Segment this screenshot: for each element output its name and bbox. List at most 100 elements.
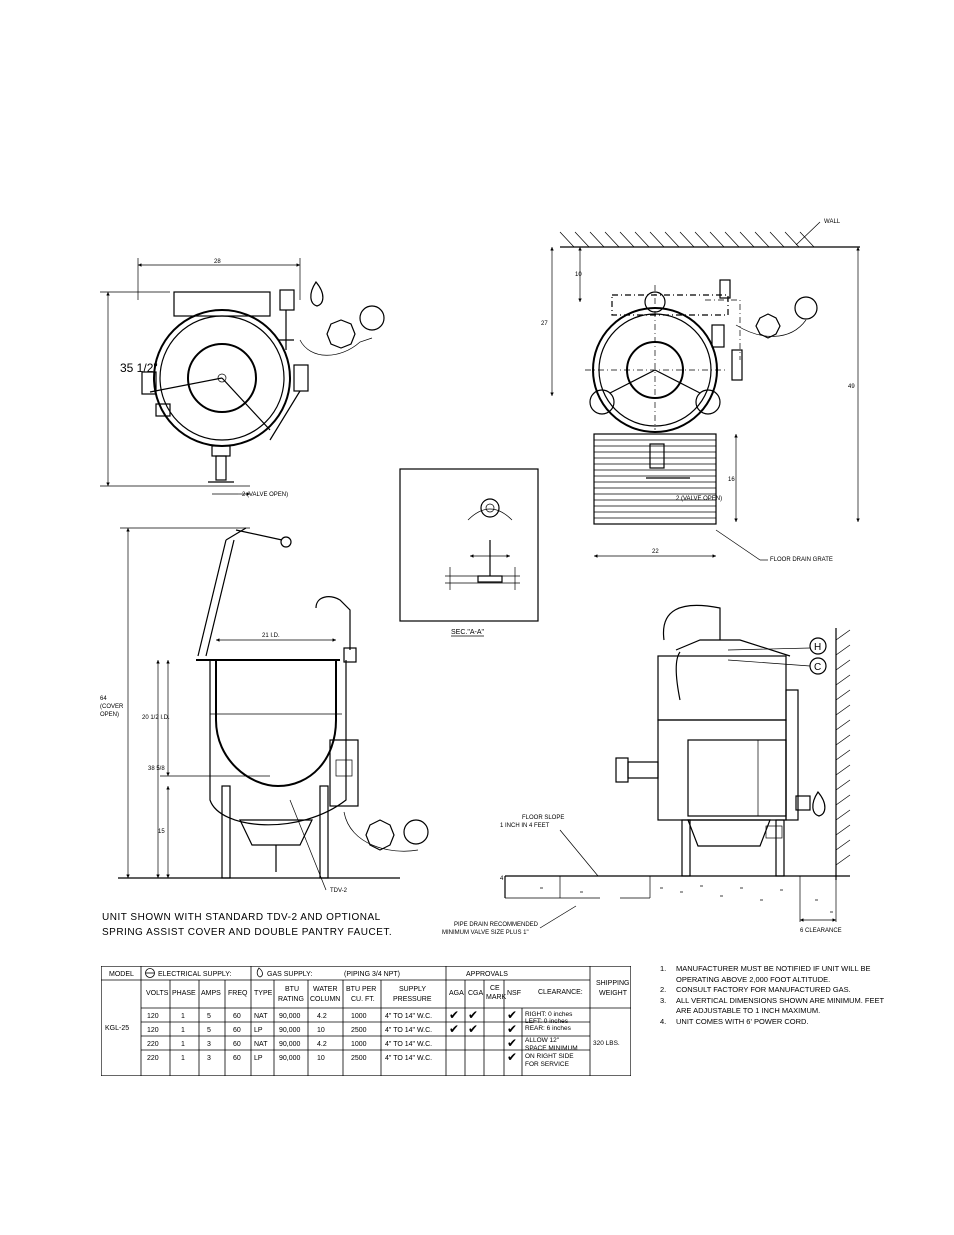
th-volts: VOLTS [146,990,169,997]
spec-cell-r1-c7: 2500 [351,1027,367,1034]
approval-check-icon: ✔ [468,1008,478,1022]
hot-water-icon [809,637,827,655]
th-shipping-1: SHIPPING [596,980,629,987]
wall-offset-dim: 10 [575,272,582,278]
approval-check-icon: ✔ [507,1036,517,1050]
spec-cell-r1-c6: 10 [317,1027,325,1034]
clear-rear: REAR: 6 inches [525,1025,572,1032]
pipe-drain-line1: PIPE DRAIN RECOMMENDED [454,922,539,928]
note-2: 2. CONSULT FACTORY FOR MANUFACTURED GAS. [660,985,900,996]
grate-depth-dim: 16 [728,477,735,483]
drain-offset: 4 [500,876,504,882]
drain-label: TDV-2 [330,888,348,894]
th-btu-1: BTU [285,986,299,993]
spec-cell-r0-c7: 1000 [351,1013,367,1020]
approval-check-icon: ✔ [468,1022,478,1036]
section-a-a: SEC."A-A" [399,468,539,637]
spec-cell-r3-c6: 10 [317,1055,325,1062]
spec-cell-r1-c1: 1 [181,1027,185,1034]
approval-check-icon: ✔ [449,1022,459,1036]
th-ce-1: CE [490,985,500,992]
th-shipping-2: WEIGHT [599,990,628,997]
th-type: TYPE [254,990,273,997]
spec-cell-r2-c4: NAT [254,1041,268,1048]
caption-line-1: UNIT SHOWN WITH STANDARD TDV-2 AND OPTIO… [102,912,381,923]
cold-label: C [814,662,822,673]
spec-cell-r2-c5: 90,000 [279,1041,301,1048]
th-piping: (PIPING 3/4 NPT) [344,971,400,978]
approval-check-icon: ✔ [507,1022,517,1036]
leg-dim: 15 [158,829,165,835]
spec-cell-r0-c2: 5 [207,1013,211,1020]
th-electrical: ELECTRICAL SUPPLY: [158,971,232,978]
th-water-1: WATER [313,986,338,993]
note-2-num: 2. [660,985,667,994]
th-ce-2: MARK [486,994,507,1001]
note-3: 3. ALL VERTICAL DIMENSIONS SHOWN ARE MINI… [660,996,900,1017]
th-freq: FREQ [228,990,248,997]
depth-dim: 20 1/2 I.D. [142,715,170,721]
top-right-plan-view: WALL 10 27 49 16 2 (VALVE OPEN [541,219,860,563]
spec-cell-r3-c2: 3 [207,1055,211,1062]
plan-right-valve-dim: 2 (VALVE OPEN) [676,496,722,502]
spec-cell-r0-c3: 60 [233,1013,241,1020]
spec-cell-r0-c6: 4.2 [317,1013,327,1020]
spec-cell-r0-c5: 90,000 [279,1013,301,1020]
plan-height-dim: 35 1/2" [120,361,158,375]
note-3-text: ALL VERTICAL DIMENSIONS SHOWN ARE MINIMU… [676,995,884,1016]
note-4-num: 4. [660,1016,667,1026]
spec-cell-r3-c5: 90,000 [279,1055,301,1062]
clear-service: FOR SERVICE [525,1061,570,1068]
th-btu-2: RATING [278,996,304,1003]
notes-list: 1.MANUFACTURER MUST BE NOTIFIED IF UNIT … [660,964,900,1027]
overall-height-line1: 64 [100,696,107,702]
spec-cell-r1-c4: LP [254,1027,263,1034]
note-3-num: 3. [660,995,667,1005]
spec-cell-r2-c0: 220 [147,1041,159,1048]
grate-width-dim: 22 [652,549,659,555]
th-water-2: COLUMN [310,996,340,1003]
note-4-text: UNIT COMES WITH 6' POWER CORD. [676,1016,809,1026]
overall-height-line3: OPEN) [100,712,119,718]
wall-label: WALL [824,219,841,225]
right-elevation-view: H C 4 FL [442,604,851,936]
gas-flame-icon-side [812,790,826,817]
top-left-plan-view: 28 35 1/2" 2 (VALVE OPEN) [100,258,385,498]
clear-space: SPACE MINIMUM [525,1045,578,1052]
floor-drain-grate [593,433,717,525]
plan-width-dim: 28 [214,259,221,265]
note-2-text: CONSULT FACTORY FOR MANUFACTURED GAS. [676,985,851,994]
spec-cell-r0-c4: NAT [254,1013,268,1020]
gas-flame-icon [310,280,324,307]
approval-check-icon: ✔ [449,1008,459,1022]
spec-cell-r3-c3: 60 [233,1055,241,1062]
hot-label: H [814,642,822,653]
approval-check-icon: ✔ [507,1008,517,1022]
spec-cell-r3-c8: 4" TO 14" W.C. [385,1055,432,1062]
floor-slope-line1: FLOOR SLOPE [522,815,564,821]
left-elevation-view: 64 (COVER OPEN) 38 5/8 20 1/2 I.D. 15 21… [100,527,429,938]
caption-line-2: SPRING ASSIST COVER AND DOUBLE PANTRY FA… [102,927,392,938]
th-aga: AGA [449,990,464,997]
th-supply-2: PRESSURE [393,996,432,1003]
clear-onright: ON RIGHT SIDE [525,1053,574,1060]
clear-left: LEFT: 0 inches [525,1018,569,1025]
gas-icon [256,967,263,978]
spec-cell-r1-c2: 5 [207,1027,211,1034]
spec-cell-r3-c4: LP [254,1055,263,1062]
spec-cell-r3-c7: 2500 [351,1055,367,1062]
floor-slope-line2: 1 INCH IN 4 FEET [500,823,550,829]
th-btupercu-1: BTU PER [346,986,376,993]
shipping-weight-cell: 320 LBS. [593,1040,620,1047]
spec-cell-r3-c1: 1 [181,1055,185,1062]
clearance-label: 6 CLEARANCE [800,928,842,934]
model-cell: KGL-25 [105,1025,129,1032]
overall-height-line2: (COVER [100,704,124,710]
approval-check-icon: ✔ [507,1050,517,1064]
th-gas: GAS SUPPLY: [267,971,312,978]
spec-cell-r2-c1: 1 [181,1041,185,1048]
floor-drain-label: FLOOR DRAIN GRATE [770,557,833,563]
spec-cell-r0-c8: 4" TO 14" W.C. [385,1013,432,1020]
